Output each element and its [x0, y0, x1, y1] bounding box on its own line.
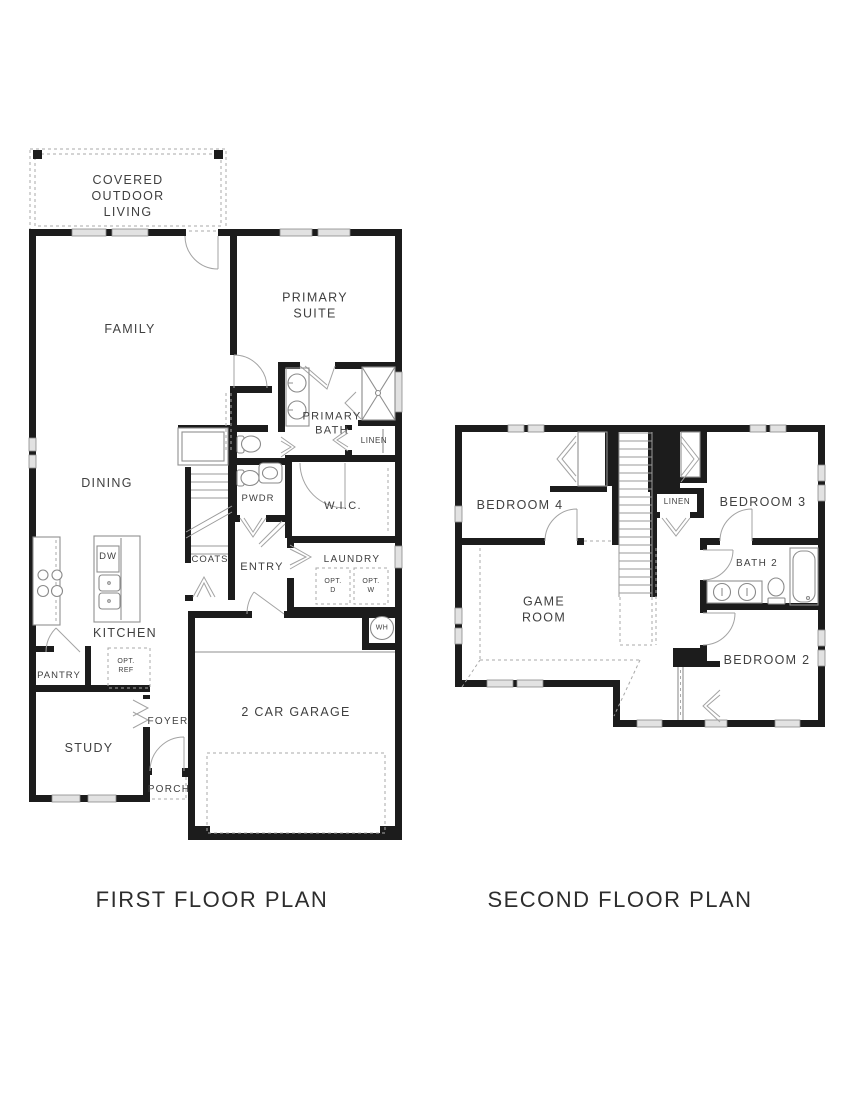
room-label-bedroom-2: BEDROOM 2: [723, 653, 811, 668]
room-label-bath-2: BATH 2: [735, 557, 779, 569]
appliance-label-dw: DW: [99, 551, 117, 563]
room-label-bedroom-4: BEDROOM 4: [476, 498, 564, 513]
caption-second-floor-plan: SECOND FLOOR PLAN: [487, 887, 753, 912]
first-floor-doors: [45, 235, 362, 772]
room-label-covered-outdoor-living: COVERED OUTDOOR LIVING: [91, 173, 165, 219]
appliance-label-opt-washer: OPT. W: [362, 577, 380, 594]
room-label-bedroom-3: BEDROOM 3: [719, 495, 807, 510]
second-floor-windows: [454, 424, 826, 728]
room-label-pwdr: PWDR: [241, 493, 275, 505]
first-floor-windows: [28, 228, 403, 803]
room-label-entry: ENTRY: [240, 561, 284, 574]
second-floor-stairs: [618, 432, 653, 597]
covered-patio: [29, 148, 227, 232]
room-label-primary-suite: PRIMARY SUITE: [282, 290, 348, 320]
room-label-porch: PORCH: [147, 783, 191, 795]
fixture-label-wh: WH: [375, 624, 389, 632]
room-label-linen-second: LINEN: [663, 497, 691, 506]
appliance-label-opt-ref: OPT. REF: [117, 657, 135, 674]
room-label-wic: W.I.C.: [324, 500, 362, 513]
second-floor-doors: [544, 431, 753, 723]
caption-first-floor-plan: FIRST FLOOR PLAN: [95, 887, 329, 912]
room-label-garage: 2 CAR GARAGE: [241, 705, 351, 720]
room-label-dining: DINING: [81, 476, 133, 491]
room-label-primary-bath: PRIMARY BATH: [302, 410, 362, 436]
room-label-pantry: PANTRY: [37, 670, 81, 682]
first-floor-dashed: [107, 393, 395, 834]
room-label-family: FAMILY: [104, 322, 156, 337]
second-floor-fixtures: [706, 547, 819, 606]
room-label-game-room: GAME ROOM: [521, 594, 567, 624]
room-label-study: STUDY: [64, 741, 114, 756]
second-floor-walls: [455, 425, 825, 727]
room-label-laundry: LAUNDRY: [323, 553, 381, 565]
first-floor-walls: [29, 229, 402, 840]
room-label-foyer: FOYER: [147, 715, 189, 727]
room-label-linen-first: LINEN: [360, 436, 388, 445]
appliance-label-opt-dryer: OPT. D: [324, 577, 342, 594]
first-floor-stairs: [177, 427, 233, 555]
room-label-kitchen: KITCHEN: [93, 626, 157, 641]
room-label-coats: COATS: [191, 554, 229, 566]
second-floor-dashed: [461, 540, 681, 717]
first-floor-fixtures: [32, 366, 396, 641]
